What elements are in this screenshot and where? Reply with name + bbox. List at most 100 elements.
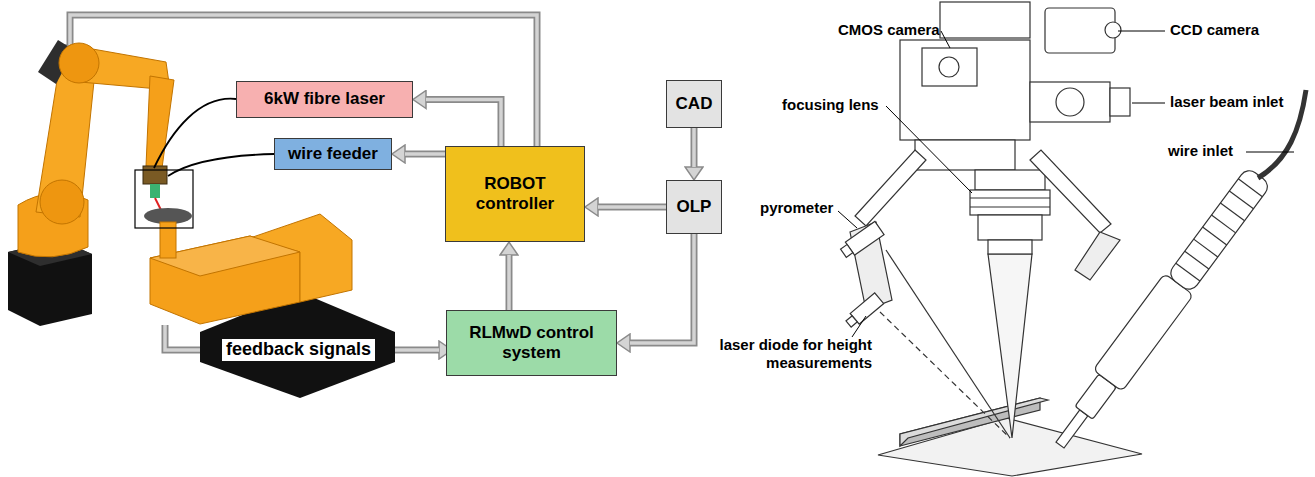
flow-arrow bbox=[694, 128, 695, 167]
part-label: laser diode for height measurements bbox=[700, 336, 872, 372]
positioner-illustration bbox=[160, 222, 176, 258]
laser-head-illustration bbox=[839, 2, 1130, 438]
process-box: wire feeder bbox=[274, 138, 392, 170]
welding-torch-illustration bbox=[1203, 227, 1227, 245]
flow-arrow bbox=[405, 152, 445, 156]
leader-line bbox=[852, 316, 866, 337]
part-label: CMOS camera bbox=[838, 21, 940, 39]
laser-head-illustration bbox=[841, 245, 853, 258]
control-line bbox=[70, 15, 537, 146]
flow-arrow bbox=[692, 128, 696, 167]
detail-frame bbox=[135, 170, 193, 228]
laser-head-illustration bbox=[970, 197, 1050, 198]
box-label: 6kW fibre laser bbox=[264, 89, 385, 109]
flow-arrow bbox=[509, 255, 510, 310]
part-label: CCD camera bbox=[1170, 21, 1259, 39]
flow-arrow bbox=[598, 205, 666, 209]
laser-head-illustration bbox=[988, 254, 1032, 438]
laser-head-illustration bbox=[970, 206, 1050, 207]
welding-torch-illustration bbox=[1220, 203, 1244, 221]
leader-line bbox=[1132, 103, 1165, 104]
signal-label: feedback signals bbox=[222, 339, 375, 361]
leader-line bbox=[886, 106, 972, 193]
process-box: RLMwD control system bbox=[446, 310, 617, 376]
part-label: laser beam inlet bbox=[1170, 93, 1283, 111]
laser-head-illustration bbox=[855, 150, 926, 226]
robot-illustration bbox=[146, 76, 174, 168]
box-label: ROBOT controller bbox=[446, 174, 584, 215]
laser-head-illustration bbox=[975, 170, 1045, 190]
welding-torch-illustration bbox=[1046, 165, 1274, 456]
flow-arrow bbox=[630, 234, 694, 343]
leader-line bbox=[941, 31, 950, 48]
flow-arrow bbox=[405, 154, 445, 155]
robot-illustration bbox=[150, 184, 160, 198]
robot-illustration bbox=[143, 166, 167, 184]
part-label: wire inlet bbox=[1168, 142, 1233, 160]
flow-arrow bbox=[426, 100, 501, 147]
process-box: ROBOT controller bbox=[445, 146, 585, 242]
laser-head-illustration bbox=[1105, 22, 1121, 38]
box-label: CAD bbox=[676, 94, 713, 114]
leader-line bbox=[1246, 152, 1294, 153]
box-label: OLP bbox=[677, 197, 712, 217]
laser-head-illustration bbox=[1056, 88, 1084, 116]
positioner-illustration bbox=[144, 208, 395, 398]
leader-line bbox=[1118, 31, 1165, 32]
part-label: pyrometer bbox=[760, 199, 833, 217]
laser-head-illustration bbox=[988, 240, 1032, 254]
welding-torch-illustration bbox=[1229, 191, 1253, 209]
robot-illustration bbox=[40, 180, 84, 224]
welding-torch-illustration bbox=[1185, 251, 1209, 269]
laser-head-illustration bbox=[880, 312, 1010, 438]
laser-head-illustration bbox=[886, 250, 1010, 438]
part-label: focusing lens bbox=[782, 96, 879, 114]
welding-torch-illustration bbox=[1093, 274, 1193, 392]
laser-head-illustration bbox=[1030, 82, 1110, 122]
laser-head-illustration bbox=[900, 40, 1030, 140]
detail-frame bbox=[135, 170, 193, 228]
laser-head-illustration bbox=[839, 221, 884, 259]
flow-arrow bbox=[598, 204, 666, 211]
robot-illustration bbox=[8, 40, 174, 326]
laser-head-illustration bbox=[846, 316, 857, 327]
welding-torch-illustration bbox=[1176, 263, 1200, 281]
leader-line bbox=[838, 211, 857, 228]
laser-head-illustration bbox=[915, 140, 1015, 170]
cable bbox=[154, 99, 274, 176]
process-box: CAD bbox=[666, 80, 722, 128]
box-label: wire feeder bbox=[288, 144, 378, 164]
flow-arrow bbox=[630, 234, 694, 343]
process-box: 6kW fibre laser bbox=[236, 81, 413, 118]
welding-torch-illustration bbox=[1056, 410, 1088, 448]
control-line bbox=[70, 15, 537, 146]
laser-head-illustration bbox=[970, 190, 1050, 215]
laser-head-illustration bbox=[939, 57, 959, 77]
process-box: OLP bbox=[666, 180, 722, 234]
laser-head-illustration bbox=[1075, 232, 1120, 280]
welding-torch-illustration bbox=[1212, 215, 1236, 233]
flow-arrow bbox=[691, 128, 698, 167]
cable bbox=[168, 154, 274, 176]
box-label: RLMwD control system bbox=[447, 323, 616, 364]
leader-line bbox=[838, 31, 1294, 337]
flow-arrow bbox=[405, 151, 445, 158]
welding-torch-illustration bbox=[1194, 239, 1218, 257]
workpiece-illustration bbox=[900, 398, 1048, 446]
flow-arrow bbox=[426, 100, 501, 147]
flow-arrow bbox=[598, 207, 666, 208]
welding-torch-illustration bbox=[1238, 179, 1262, 197]
laser-head-illustration bbox=[1030, 150, 1111, 233]
robot-illustration bbox=[59, 43, 99, 83]
flow-arrow bbox=[507, 255, 511, 310]
laser-head-illustration bbox=[940, 2, 1030, 38]
flow-arrow bbox=[630, 234, 694, 343]
welding-torch-illustration bbox=[1258, 90, 1306, 178]
laser-head-illustration bbox=[922, 48, 977, 86]
control-line bbox=[70, 15, 537, 146]
laser-head-illustration bbox=[844, 293, 884, 329]
flow-arrow bbox=[426, 100, 501, 147]
laser-head-illustration bbox=[1110, 88, 1130, 116]
